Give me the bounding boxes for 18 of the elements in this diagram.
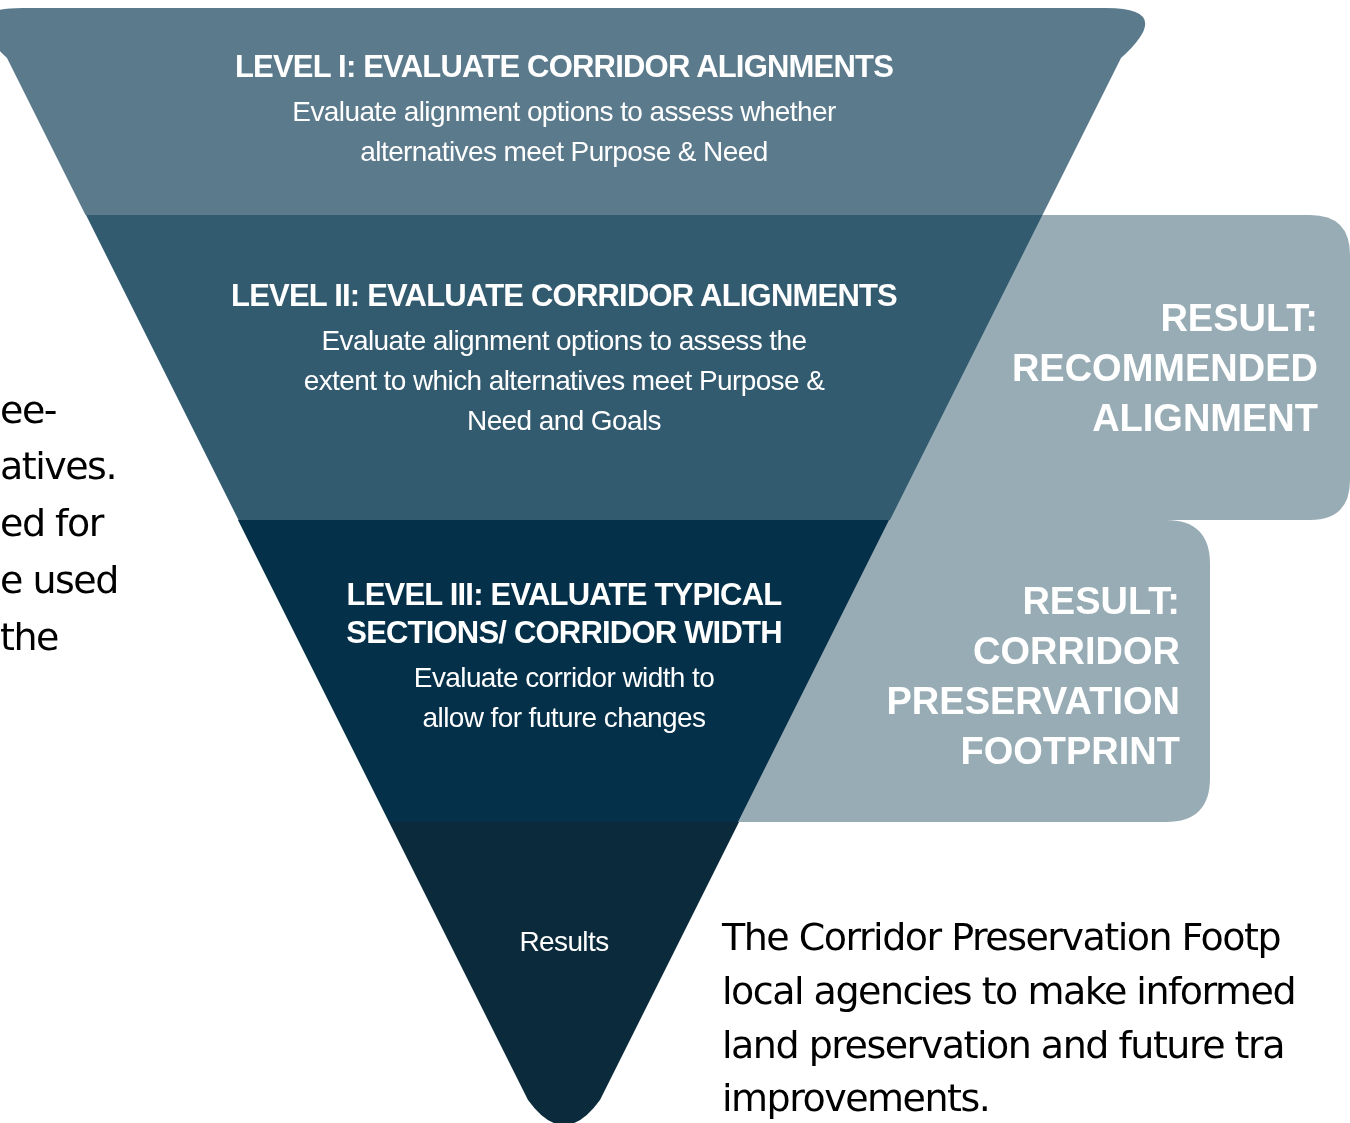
body-text: land preservation and future tra	[722, 1022, 1284, 1069]
level-heading: LEVEL II: EVALUATE CORRIDOR ALIGNMENTS	[230, 277, 898, 315]
level-description: Evaluate alignment options to assess the extent to which alternatives meet Purpose & Need and Goals	[302, 324, 826, 438]
level-description: Evaluate corridor width to allow for future changes	[412, 661, 716, 735]
body-text: improvements.	[722, 1075, 990, 1122]
result-text: RESULT: CORRIDOR PRESERVATION FOOTPRINT	[885, 579, 1180, 774]
body-text: The Corridor Preservation Footp	[722, 914, 1281, 961]
level-description: Results	[518, 925, 610, 959]
body-text: atives.	[0, 443, 116, 490]
level-description: Evaluate alignment options to assess whether alternatives meet Purpose & Need	[291, 95, 837, 169]
body-text: local agencies to make informed	[722, 968, 1296, 1015]
body-text: ee-	[0, 387, 56, 434]
body-text: the	[0, 614, 58, 661]
body-text: e used	[0, 557, 118, 604]
result-text: RESULT: RECOMMENDED ALIGNMENT	[1010, 296, 1318, 441]
level-heading: LEVEL I: EVALUATE CORRIDOR ALIGNMENTS	[233, 48, 895, 86]
level-heading: LEVEL III: EVALUATE TYPICAL SECTIONS/ CORRIDOR WIDTH	[345, 576, 783, 652]
body-text: ed for	[0, 500, 103, 547]
